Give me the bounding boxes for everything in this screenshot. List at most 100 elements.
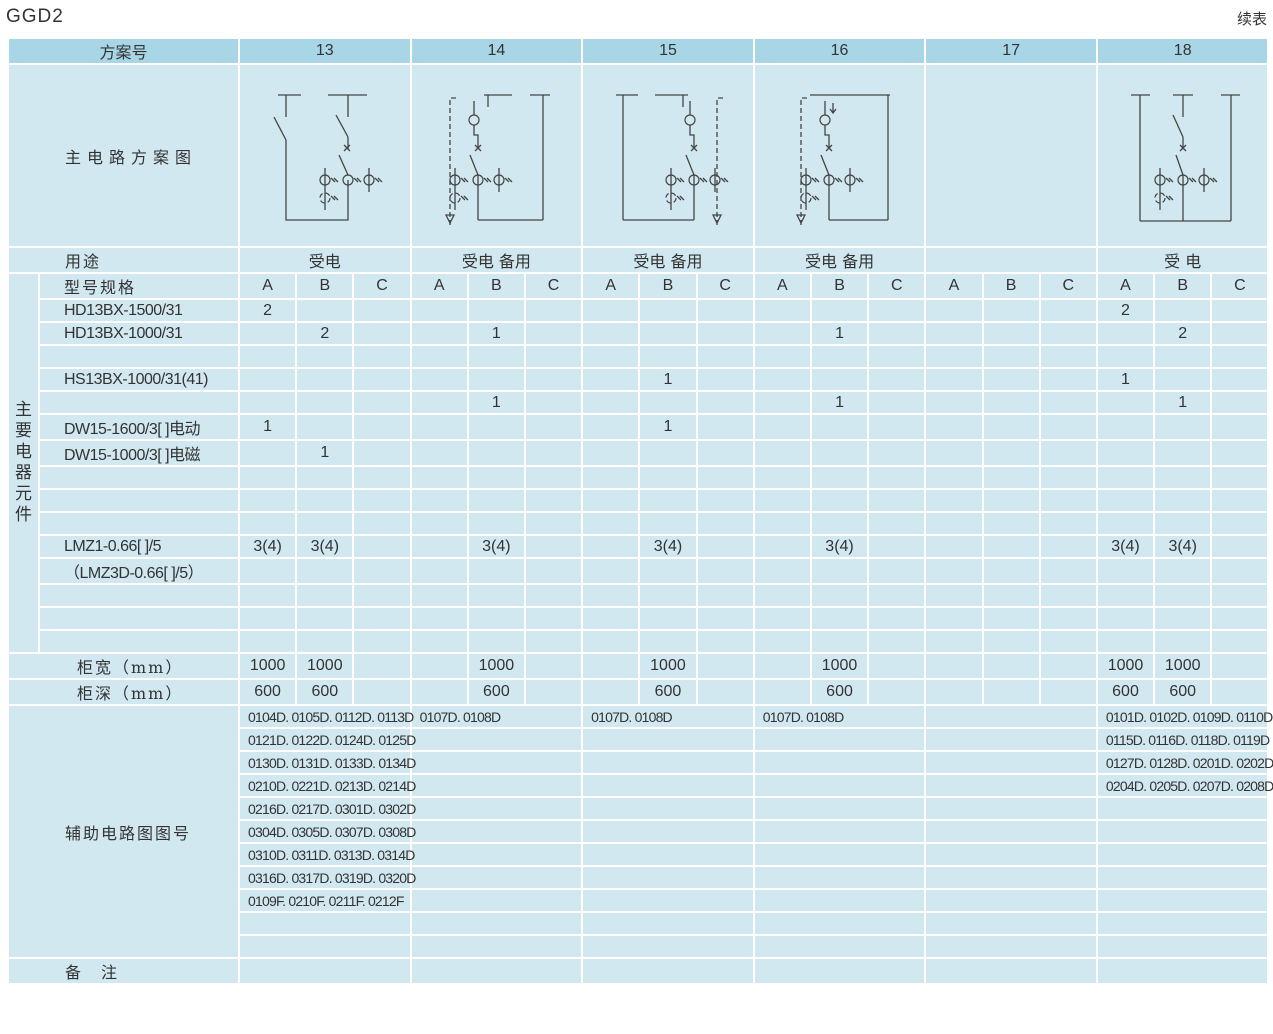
component-quantity bbox=[466, 367, 526, 392]
component-quantity bbox=[867, 511, 927, 536]
component-quantity bbox=[581, 465, 641, 490]
component-quantity bbox=[981, 298, 1041, 323]
component-quantity bbox=[695, 488, 755, 513]
aux-circuit-codes bbox=[409, 934, 584, 959]
component-quantity bbox=[466, 465, 526, 490]
aux-circuit-codes: 0104D. 0105D. 0112D. 0113D bbox=[238, 704, 414, 729]
component-quantity bbox=[295, 583, 355, 608]
component-quantity bbox=[809, 298, 870, 323]
component-quantity bbox=[1153, 413, 1213, 441]
scheme-diagram-cell bbox=[752, 63, 927, 248]
component-quantity bbox=[466, 439, 526, 467]
aux-circuit-row bbox=[8, 911, 1270, 936]
component-quantity bbox=[523, 465, 584, 490]
component-quantity bbox=[924, 488, 984, 513]
component-quantity bbox=[752, 606, 812, 631]
aux-circuit-codes: 0107D. 0108D bbox=[581, 704, 755, 729]
aux-circuit-row: 0109F. 0210F. 0211F. 0212F bbox=[8, 888, 1270, 913]
component-quantity bbox=[466, 583, 526, 608]
component-quantity bbox=[352, 390, 412, 415]
component-quantity bbox=[695, 511, 755, 536]
component-quantity bbox=[924, 511, 984, 536]
component-quantity bbox=[1210, 465, 1270, 490]
component-quantity bbox=[523, 606, 584, 631]
component-quantity bbox=[695, 298, 755, 323]
component-quantity bbox=[523, 298, 584, 323]
component-quantity bbox=[924, 298, 984, 323]
component-quantity bbox=[295, 606, 355, 631]
component-quantity bbox=[695, 606, 755, 631]
subcolumn-header: A bbox=[1095, 272, 1156, 300]
component-quantity bbox=[409, 439, 469, 467]
component-quantity bbox=[924, 465, 984, 490]
component-quantity bbox=[809, 488, 870, 513]
component-quantity bbox=[809, 557, 870, 585]
component-quantity bbox=[238, 511, 298, 536]
component-quantity bbox=[638, 439, 698, 467]
subcolumn-header: A bbox=[581, 272, 641, 300]
cabinet-width-value: 1000 bbox=[295, 652, 355, 680]
aux-circuit-codes bbox=[752, 934, 927, 959]
component-quantity: 3(4) bbox=[466, 534, 526, 559]
aux-circuit-codes bbox=[1095, 911, 1270, 936]
component-quantity bbox=[295, 465, 355, 490]
component-quantity bbox=[1210, 557, 1270, 585]
aux-circuit-codes: 0115D. 0116D. 0118D. 0119D bbox=[1095, 727, 1270, 752]
aux-circuit-codes bbox=[924, 842, 1098, 867]
component-quantity bbox=[466, 488, 526, 513]
remarks-label: 备 注 bbox=[6, 957, 241, 985]
component-quantity bbox=[295, 390, 355, 415]
component-quantity bbox=[1095, 439, 1156, 467]
component-quantity bbox=[581, 629, 641, 654]
component-quantity bbox=[981, 629, 1041, 654]
component-quantity bbox=[752, 344, 812, 369]
aux-circuit-codes bbox=[924, 704, 1098, 729]
scheme-number-label: 方案号 bbox=[6, 37, 241, 65]
component-quantity bbox=[1210, 390, 1270, 415]
component-quantity bbox=[924, 413, 984, 441]
subcolumn-header: C bbox=[523, 272, 584, 300]
cabinet-width-value bbox=[867, 652, 927, 680]
component-quantity: 2 bbox=[1153, 321, 1213, 346]
aux-circuit-codes bbox=[924, 911, 1098, 936]
aux-circuit-codes bbox=[752, 750, 927, 775]
aux-circuit-codes bbox=[1095, 888, 1270, 913]
component-quantity: 3(4) bbox=[638, 534, 698, 559]
component-quantity bbox=[581, 606, 641, 631]
component-quantity bbox=[981, 511, 1041, 536]
aux-circuit-codes bbox=[409, 750, 584, 775]
component-quantity bbox=[352, 488, 412, 513]
component-quantity bbox=[581, 557, 641, 585]
component-quantity bbox=[809, 413, 870, 441]
aux-circuit-codes bbox=[409, 796, 584, 821]
aux-circuit-codes bbox=[924, 796, 1098, 821]
component-quantity bbox=[981, 534, 1041, 559]
component-quantity bbox=[867, 583, 927, 608]
main-circuit-diagram-13-icon bbox=[240, 65, 410, 246]
component-quantity bbox=[1038, 534, 1098, 559]
component-quantity: 1 bbox=[295, 439, 355, 467]
aux-circuit-codes bbox=[238, 911, 412, 936]
component-quantity bbox=[1153, 439, 1213, 467]
component-quantity bbox=[1038, 557, 1098, 585]
component-quantity bbox=[523, 439, 584, 467]
aux-circuit-codes bbox=[581, 934, 755, 959]
spec-label: 型号规格 bbox=[37, 272, 241, 300]
component-quantity bbox=[581, 511, 641, 536]
subcolumn-header: C bbox=[352, 272, 412, 300]
component-quantity bbox=[638, 606, 698, 631]
aux-circuit-row: 0216D. 0217D. 0301D. 0302D bbox=[8, 796, 1270, 821]
component-quantity bbox=[1210, 413, 1270, 441]
component-quantity bbox=[1210, 321, 1270, 346]
component-quantity bbox=[352, 511, 412, 536]
component-quantity bbox=[523, 583, 584, 608]
scheme-diagram-cell bbox=[924, 63, 1098, 248]
remarks-row: 备 注 bbox=[6, 957, 1270, 985]
component-quantity bbox=[867, 534, 927, 559]
component-quantity bbox=[695, 321, 755, 346]
component-quantity bbox=[638, 629, 698, 654]
usage-label: 用途 bbox=[6, 246, 241, 274]
component-quantity bbox=[409, 606, 469, 631]
